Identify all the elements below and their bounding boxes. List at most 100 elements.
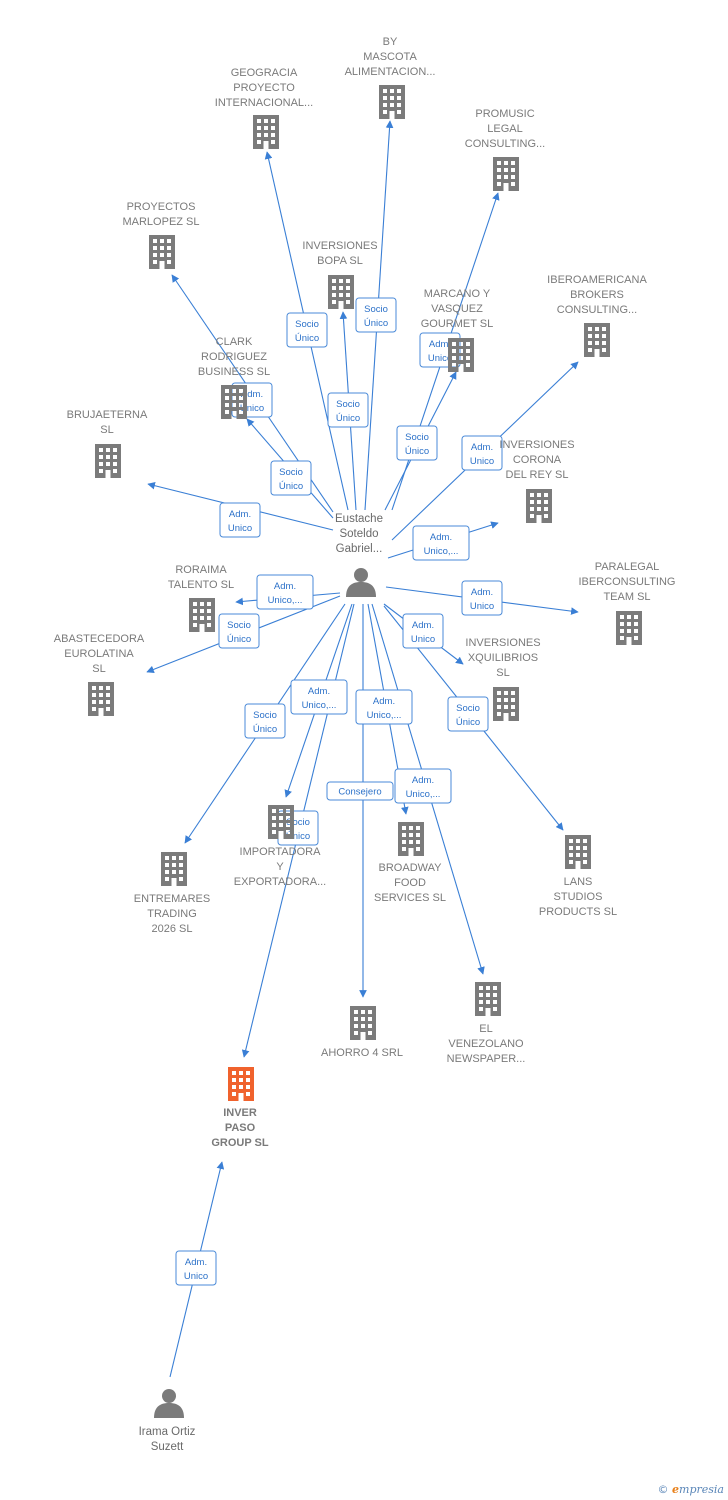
- role-text: Socio: [279, 467, 303, 478]
- role-text: Único: [405, 446, 429, 457]
- role-text: Adm.: [471, 587, 493, 598]
- building-icon: [565, 835, 591, 869]
- company-name-line: PROMUSIC: [475, 108, 534, 120]
- role-badge-box: [402, 613, 444, 649]
- company-node-marlopez[interactable]: PROYECTOS MARLOPEZ SL: [122, 201, 200, 269]
- role-badge[interactable]: Adm.Unico,...: [394, 768, 452, 804]
- role-text: Único: [253, 724, 277, 735]
- company-name-line: INVERSIONES: [465, 637, 540, 649]
- company-name-line: EL: [479, 1023, 492, 1035]
- building-icon: [526, 489, 552, 523]
- person-name-line: Eustache: [335, 513, 383, 525]
- role-text: Adm.: [429, 339, 451, 350]
- company-name-line: IMPORTADORA: [240, 846, 322, 858]
- role-text: Socio: [295, 319, 319, 330]
- person-name-line: Gabriel...: [336, 543, 383, 555]
- role-badge-box: [355, 689, 413, 725]
- role-badge[interactable]: Adm.Unico,...: [355, 689, 413, 725]
- role-badge[interactable]: Adm.Unico: [219, 502, 261, 538]
- role-badge[interactable]: Adm.Unico: [402, 613, 444, 649]
- company-name-line: CORONA: [513, 454, 562, 466]
- role-text: Socio: [227, 620, 251, 631]
- role-text: Unico,...: [424, 546, 459, 557]
- role-text: Único: [279, 481, 303, 492]
- building-icon: [584, 323, 610, 357]
- role-text: Único: [336, 413, 360, 424]
- company-node-iberoamericana[interactable]: IBEROAMERICANABROKERSCONSULTING...: [547, 274, 647, 357]
- company-name-line: BUSINESS SL: [198, 366, 270, 378]
- company-node-venezolano[interactable]: ELVENEZOLANONEWSPAPER...: [447, 982, 526, 1065]
- role-text: Único: [364, 318, 388, 329]
- building-icon: [189, 598, 215, 632]
- company-name-line: XQUILIBRIOS: [468, 652, 538, 664]
- role-badge[interactable]: Adm.Unico,...: [290, 679, 348, 715]
- role-badge-box: [461, 580, 503, 616]
- role-badge-box: [286, 312, 328, 348]
- company-node-ahorro[interactable]: AHORRO 4 SRL: [321, 1006, 403, 1059]
- role-badge-box: [270, 460, 312, 496]
- role-badge-box: [326, 781, 394, 801]
- company-name-line: LEGAL: [487, 123, 522, 135]
- role-text: Unico,...: [302, 700, 337, 711]
- role-badge[interactable]: Adm. Unico,...: [256, 574, 314, 610]
- role-badge[interactable]: Adm.Unico: [175, 1250, 217, 1286]
- company-name-line: MARLOPEZ SL: [122, 216, 199, 228]
- company-name-line: INVER: [223, 1107, 257, 1119]
- company-name-line: SL: [92, 663, 105, 675]
- role-text: Unico,...: [268, 595, 303, 606]
- company-name-line: VENEZOLANO: [448, 1038, 524, 1050]
- role-text: Adm.: [430, 532, 452, 543]
- person-name-line: Irama Ortiz: [139, 1426, 196, 1438]
- role-badge[interactable]: Adm.Unico: [461, 580, 503, 616]
- role-text: Unico,...: [406, 789, 441, 800]
- company-node-geogracia[interactable]: GEOGRACIAPROYECTOINTERNACIONAL...: [215, 67, 313, 149]
- building-icon: [493, 687, 519, 721]
- company-name-line: BROKERS: [570, 289, 624, 301]
- role-text: Adm.: [471, 442, 493, 453]
- company-node-bymascota[interactable]: BYMASCOTAALIMENTACION...: [345, 36, 436, 119]
- person-node-1[interactable]: EustacheSoteldoGabriel...: [335, 513, 383, 597]
- role-text: Adm.: [185, 1257, 207, 1268]
- company-name-line: PROYECTOS: [127, 201, 196, 213]
- role-text: Único: [456, 717, 480, 728]
- company-name-line: LANS: [564, 876, 593, 888]
- role-text: Adm.: [274, 581, 296, 592]
- company-name-line: ALIMENTACION...: [345, 66, 436, 78]
- company-name-line: FOOD: [394, 877, 426, 889]
- role-text: Único: [227, 634, 251, 645]
- role-badge-box: [290, 679, 348, 715]
- role-badge[interactable]: Consejero: [326, 781, 394, 801]
- company-node-promusic[interactable]: PROMUSICLEGALCONSULTING...: [465, 108, 545, 191]
- company-name-line: EXPORTADORA...: [234, 876, 327, 888]
- brand-name: mpresia: [679, 1483, 724, 1496]
- role-text: Unico: [470, 456, 494, 467]
- role-text: Adm.: [229, 509, 251, 520]
- company-name-line: PROYECTO: [233, 82, 295, 94]
- role-badge[interactable]: Adm. Unico: [461, 435, 503, 471]
- role-text: Único: [286, 831, 310, 842]
- role-badge[interactable]: Adm. Unico,...: [412, 525, 470, 561]
- company-node-importadora[interactable]: IMPORTADORAYEXPORTADORA...: [234, 805, 327, 888]
